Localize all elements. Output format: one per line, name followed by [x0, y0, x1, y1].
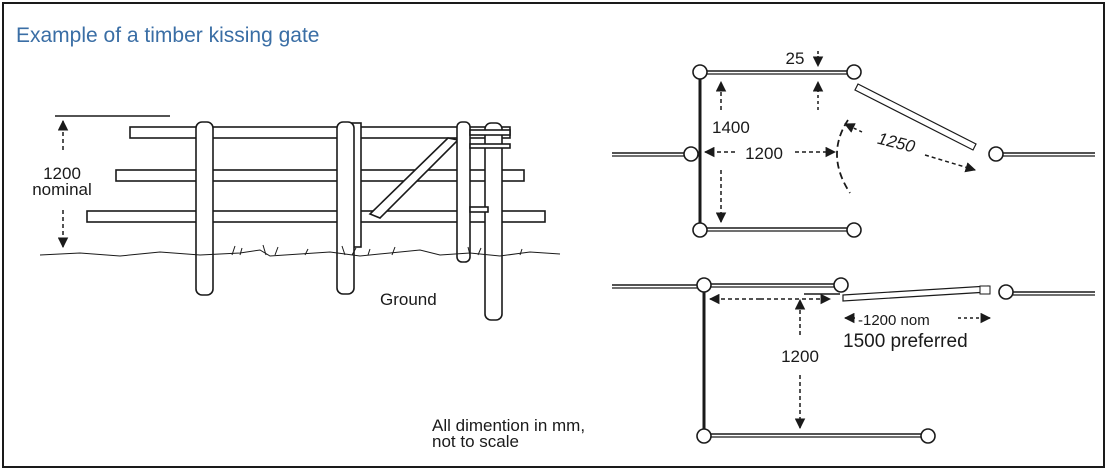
gate-latch — [979, 285, 991, 295]
post-circle — [920, 428, 936, 444]
post-circle — [692, 64, 708, 80]
post-circle — [692, 222, 708, 238]
offset-label: 25 — [786, 49, 805, 68]
hinge-top — [469, 129, 511, 136]
bottom-rail — [86, 210, 546, 223]
post-circle — [846, 222, 862, 238]
post-circle — [846, 64, 862, 80]
lower-depth-label: 1200 — [781, 347, 819, 366]
post-2 — [336, 121, 355, 295]
grass-tufts — [231, 244, 523, 256]
swing-gate-leaf — [854, 83, 977, 151]
gate-post — [456, 121, 471, 263]
diagram-title: Example of a timber kissing gate — [16, 24, 320, 47]
sliding-gate-leaf — [842, 285, 989, 302]
post-1 — [195, 121, 214, 296]
post-circle — [696, 428, 712, 444]
hinge-top-2 — [469, 143, 511, 149]
post-circle — [683, 146, 699, 162]
post-circle — [696, 277, 712, 293]
swing-arc — [836, 119, 851, 194]
scale-note-line2: not to scale — [432, 432, 519, 451]
post-3 — [484, 122, 503, 321]
gate-gap-label: -1200 nom — [858, 312, 930, 329]
height-value-label: 1200 — [43, 164, 81, 183]
gate-length-label: 1250 — [876, 129, 918, 157]
width-label: 1200 — [745, 144, 783, 163]
gate-arrow-start — [844, 123, 863, 133]
post-circle — [833, 277, 849, 293]
ground-label: Ground — [380, 290, 437, 309]
post-circle — [998, 284, 1014, 300]
elevation-view — [55, 115, 546, 321]
gate-arrow-end — [924, 154, 977, 173]
middle-rail — [115, 169, 525, 182]
height-note-label: nominal — [32, 180, 92, 199]
depth-label: 1400 — [712, 118, 750, 137]
preferred-width-label: 1500 preferred — [843, 331, 968, 352]
ground-line — [39, 249, 561, 257]
plan-view-bottom — [612, 277, 1095, 444]
top-rail — [129, 126, 511, 139]
scale-note-line1: All dimention in mm, — [432, 416, 585, 435]
hinge-bottom — [469, 206, 489, 213]
plan-view-top — [612, 64, 1095, 238]
post-circle — [988, 146, 1004, 162]
